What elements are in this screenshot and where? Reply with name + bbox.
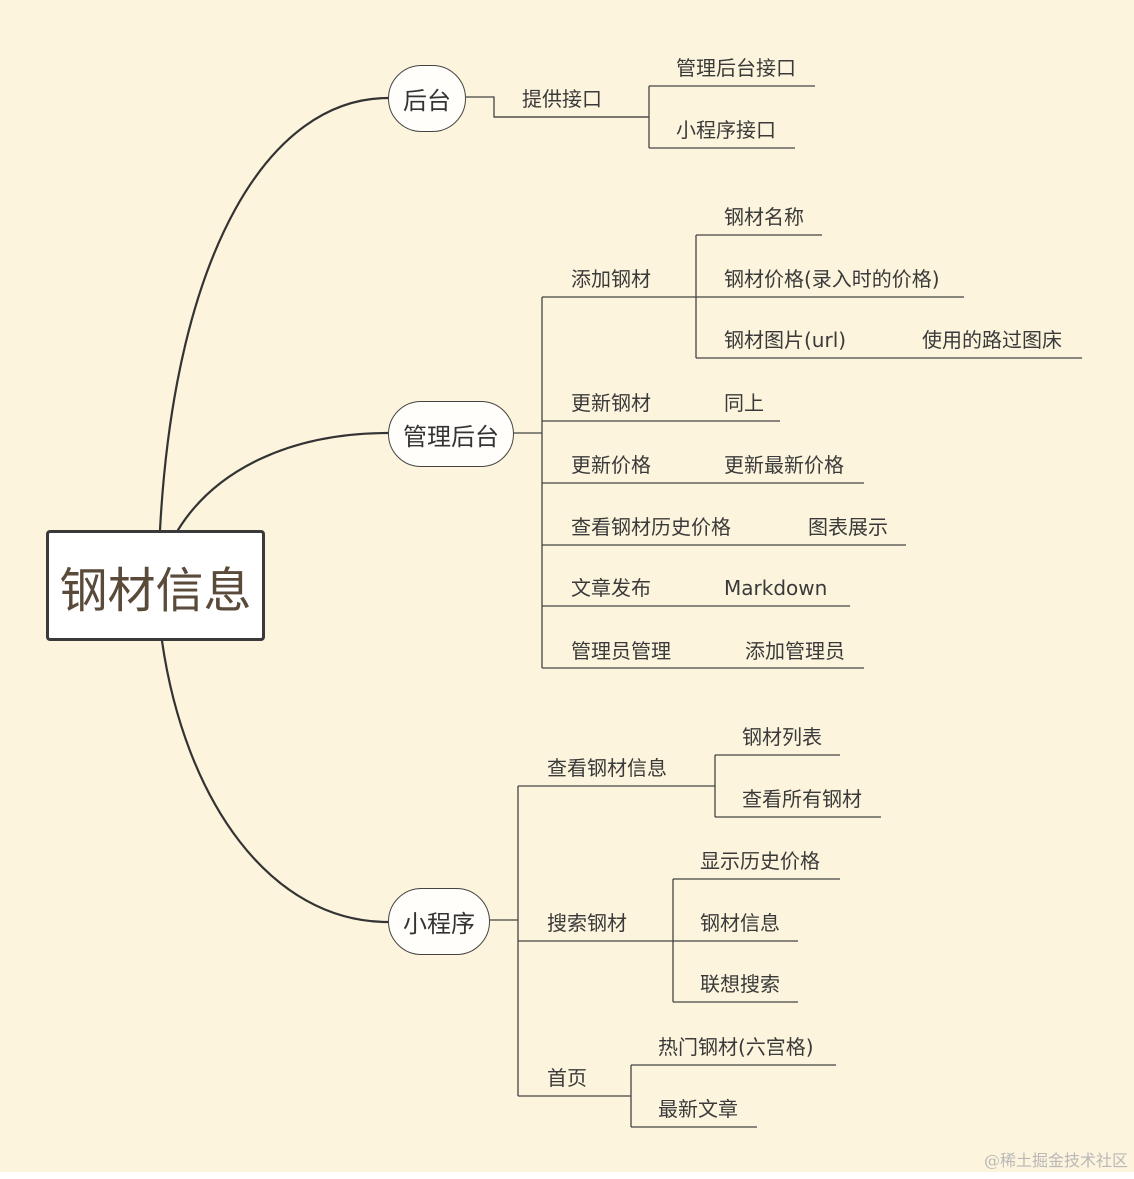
watermark: @稀土掘金技术社区	[983, 1151, 1128, 1170]
node-admin-manage: 管理员管理	[571, 639, 671, 663]
node-suggest-search: 联想搜索	[700, 972, 780, 996]
node-add-steel: 添加钢材	[571, 267, 651, 291]
node-chart-display: 图表展示	[808, 515, 888, 539]
node-steel-name: 钢材名称	[724, 205, 804, 229]
node-show-history-price: 显示历史价格	[700, 849, 820, 873]
node-update-latest-price: 更新最新价格	[724, 453, 844, 477]
connector-root-admin	[176, 431, 390, 532]
node-steel-info: 钢材信息	[700, 911, 780, 935]
topic-backend: 后台	[388, 65, 466, 132]
node-miniapp-api: 小程序接口	[676, 118, 776, 142]
node-view-steel-info: 查看钢材信息	[547, 756, 667, 780]
node-steel-price: 钢材价格(录入时的价格)	[724, 267, 940, 291]
connector-root-backend	[158, 96, 390, 532]
node-image-bed: 使用的路过图床	[922, 328, 1062, 352]
node-home: 首页	[547, 1066, 587, 1090]
node-latest-articles: 最新文章	[658, 1097, 738, 1121]
node-view-all-steel: 查看所有钢材	[742, 787, 862, 811]
node-publish-article: 文章发布	[571, 576, 651, 600]
node-hot-steel: 热门钢材(六宫格)	[658, 1035, 814, 1059]
node-provide-api: 提供接口	[522, 87, 602, 111]
topic-admin: 管理后台	[388, 401, 514, 467]
node-update-price: 更新价格	[571, 453, 651, 477]
topic-miniapp: 小程序	[388, 888, 490, 955]
node-markdown: Markdown	[724, 576, 828, 600]
node-admin-api: 管理后台接口	[676, 56, 796, 80]
node-update-steel: 更新钢材	[571, 391, 651, 415]
node-steel-list: 钢材列表	[742, 725, 822, 749]
node-search-steel: 搜索钢材	[547, 911, 627, 935]
node-view-history-price: 查看钢材历史价格	[571, 515, 731, 539]
connector-root-miniapp	[160, 639, 390, 924]
node-same-as-above: 同上	[724, 391, 764, 415]
node-add-admin: 添加管理员	[745, 639, 845, 663]
node-steel-image: 钢材图片(url)	[724, 328, 847, 352]
root-topic: 钢材信息	[46, 530, 265, 641]
